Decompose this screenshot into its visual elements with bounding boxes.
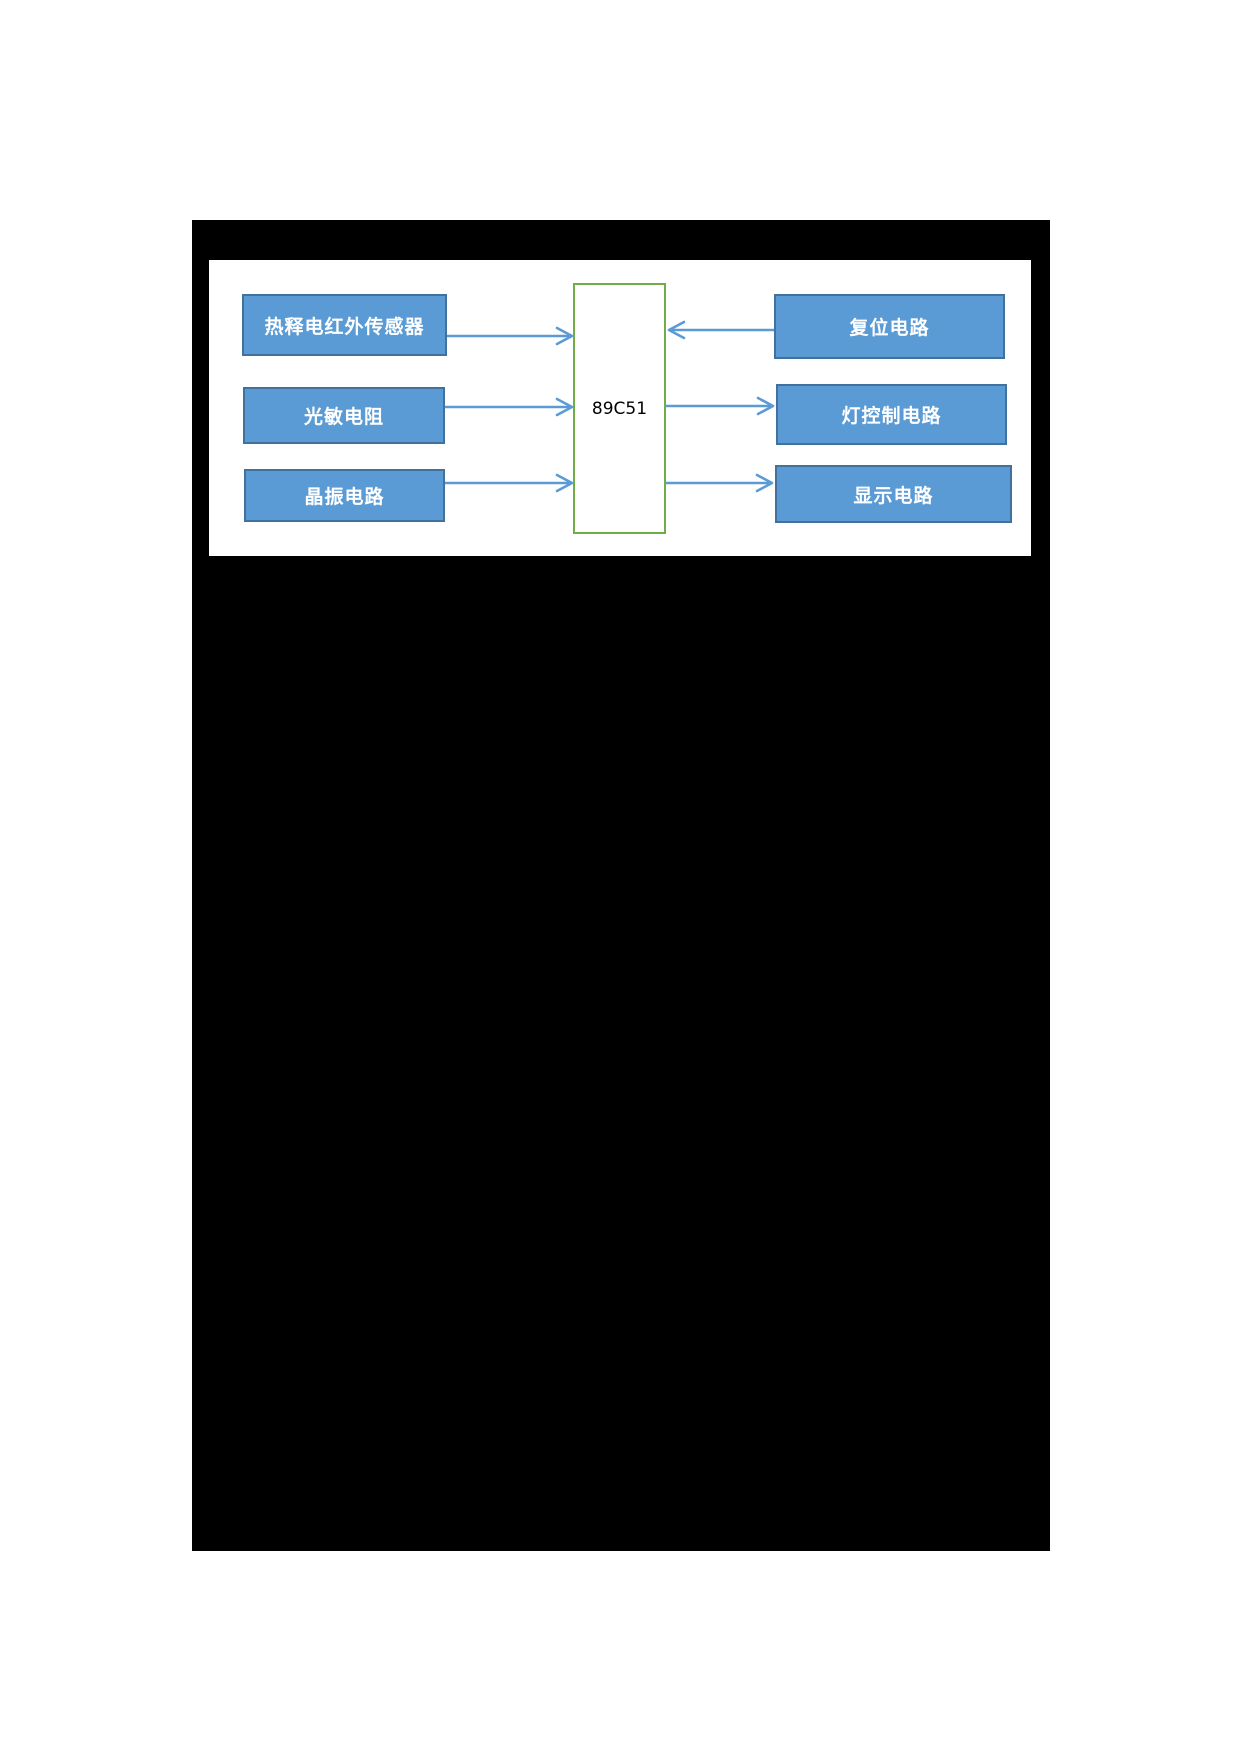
chip-label: 89C51 <box>591 398 648 419</box>
block-diagram-panel: 热释电红外传感器 光敏电阻 晶振电路 89C51 复位电路 灯控制电路 显示电路 <box>209 260 1031 556</box>
arrow-chip-to-lampcontrol <box>664 396 775 416</box>
block-label: 热释电红外传感器 <box>264 315 425 338</box>
black-masked-region: 热释电红外传感器 光敏电阻 晶振电路 89C51 复位电路 灯控制电路 显示电路 <box>192 220 1050 1551</box>
block-89c51-chip: 89C51 <box>573 283 666 534</box>
arrow-pir-to-chip <box>445 326 574 346</box>
block-crystal-oscillator-circuit: 晶振电路 <box>244 469 445 522</box>
arrow-reset-to-chip <box>667 320 776 340</box>
block-label: 灯控制电路 <box>841 405 942 427</box>
block-photoresistor: 光敏电阻 <box>243 387 445 444</box>
block-lamp-control-circuit: 灯控制电路 <box>776 384 1007 445</box>
block-reset-circuit: 复位电路 <box>774 294 1005 359</box>
arrow-photoresistor-to-chip <box>443 397 574 417</box>
block-display-circuit: 显示电路 <box>775 465 1012 523</box>
arrow-chip-to-display <box>664 473 774 493</box>
block-label: 晶振电路 <box>304 486 385 508</box>
arrow-crystal-to-chip <box>443 473 574 493</box>
connector-arrows <box>443 320 776 493</box>
block-label: 光敏电阻 <box>303 406 384 428</box>
block-pyroelectric-infrared-sensor: 热释电红外传感器 <box>242 294 447 356</box>
block-label: 复位电路 <box>849 317 930 339</box>
block-label: 显示电路 <box>853 484 934 507</box>
